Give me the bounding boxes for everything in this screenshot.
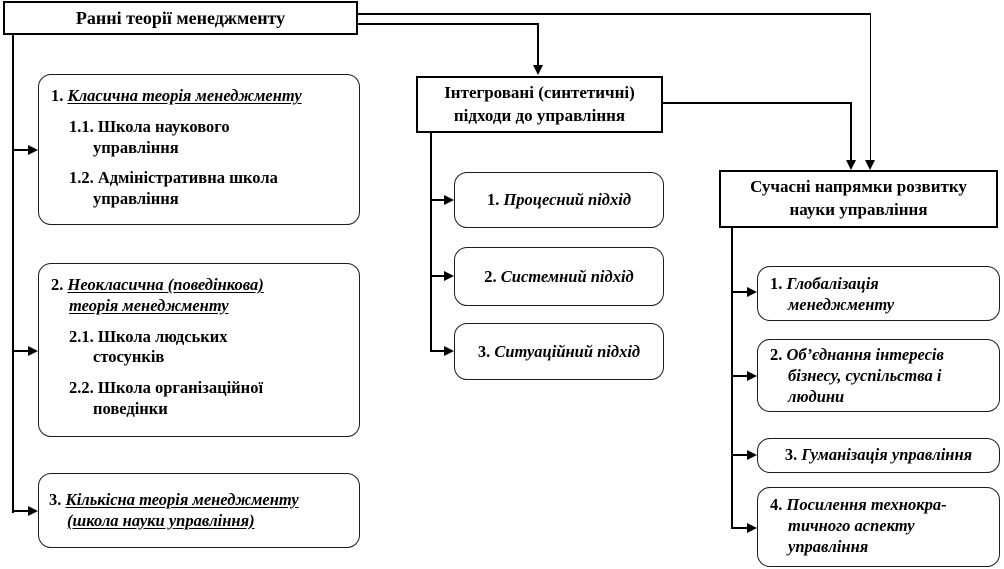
early-theories-box: Ранні теорії менеджменту <box>3 1 358 35</box>
organizational-behavior-school-line2: поведінки <box>93 398 168 418</box>
human-relations-school-number: 2.1. <box>69 326 94 346</box>
organizational-behavior-school-item: 2.2. Школа організаційної поведінки <box>69 378 349 420</box>
left-branch1-arrowhead <box>28 145 38 155</box>
integrated-to-modern-arrowhead <box>845 160 856 170</box>
modern-branch4-line <box>731 527 748 529</box>
process-approach-number: 1. <box>486 190 500 209</box>
integrated-approaches-box: Інтегровані (синтетичні) підходи до упра… <box>416 76 663 133</box>
integrated-branch1-arrowhead <box>444 195 454 205</box>
system-approach-box: 2. Системний підхід <box>454 247 664 306</box>
root-to-modern-hline <box>358 13 871 15</box>
interests-union-box: 2. Об’єднання інтересів бізнесу, суспіль… <box>757 339 1000 412</box>
root-to-integrated-hline <box>358 23 539 25</box>
globalization-box: 1. Глобалізація менеджменту <box>757 266 1000 321</box>
integrated-to-modern-hline <box>663 102 852 104</box>
humanization-box: 3. Гуманізація управління <box>757 438 1000 473</box>
interests-union-number: 2. <box>770 345 783 364</box>
process-approach-box: 1. Процесний підхід <box>454 172 664 228</box>
neoclassical-theory-box: 2. Неокласична (поведінкова) теорія мене… <box>38 263 360 437</box>
root-to-integrated-arrowhead <box>532 65 543 75</box>
administrative-school-line2: управління <box>93 189 179 209</box>
left-branch1-line <box>14 149 30 151</box>
classical-theory-title: 1. Класична теорія менеджменту <box>51 86 349 107</box>
scientific-school-number: 1.1. <box>69 116 94 136</box>
modern-trunk-line <box>731 227 733 529</box>
globalization-line2: менеджменту <box>788 294 895 314</box>
humanization-number: 3. <box>784 445 798 465</box>
situational-approach-box: 3. Ситуаційний підхід <box>454 323 664 380</box>
quantitative-theory-label-line1: Кількісна теорія менеджменту <box>65 489 299 509</box>
human-relations-school-line2: стосунків <box>93 347 165 367</box>
modern-branch2-arrowhead <box>747 371 757 381</box>
globalization-line1: Глобалізація <box>786 274 879 293</box>
integrated-approaches-label-line2: підходи до управління <box>453 105 626 125</box>
root-to-integrated-vline <box>537 23 539 65</box>
administrative-school-item: 1.2. Адміністративна школа управління <box>69 168 349 210</box>
interests-union-line3: людини <box>788 386 845 406</box>
left-trunk-line <box>12 35 14 513</box>
globalization-number: 1. <box>770 274 783 293</box>
left-branch2-arrowhead <box>28 346 38 356</box>
quantitative-theory-label-line2: (школа науки управління) <box>67 510 255 530</box>
modern-directions-box: Сучасні напрямки розвитку науки управлін… <box>719 170 998 228</box>
integrated-branch2-line <box>432 275 446 277</box>
root-to-modern-arrowhead <box>865 160 875 170</box>
integrated-branch3-line <box>430 350 446 352</box>
technocratic-aspect-box: 4. Посилення технокра- тичного аспекту у… <box>757 487 1000 567</box>
modern-directions-label-line1: Сучасні напрямки розвитку <box>750 177 967 197</box>
modern-branch2-line <box>733 375 748 377</box>
human-relations-school-item: 2.1. Школа людських стосунків <box>69 327 349 369</box>
left-branch3-arrowhead <box>28 506 38 516</box>
situational-approach-number: 3. <box>477 341 491 361</box>
organizational-behavior-school-number: 2.2. <box>69 378 94 398</box>
human-relations-school-line1: Школа людських <box>97 326 228 346</box>
classical-theory-label: Класична теорія менеджменту <box>67 86 302 105</box>
interests-union-line2: бізнесу, суспільства і <box>788 365 942 385</box>
technocratic-aspect-line1: Посилення технокра- <box>786 495 947 514</box>
situational-approach-label: Ситуаційний підхід <box>494 341 641 361</box>
modern-directions-label-line2: науки управління <box>789 200 928 219</box>
left-branch3-line <box>12 510 30 512</box>
organizational-behavior-school-line1: Школа організаційної <box>97 378 264 398</box>
modern-branch4-arrowhead <box>747 523 757 533</box>
globalization-text: 1. Глобалізація менеджменту <box>758 267 999 316</box>
scientific-school-item: 1.1. Школа наукового управління <box>69 117 349 159</box>
modern-branch1-arrowhead <box>747 287 757 297</box>
integrated-to-modern-vline <box>850 102 852 160</box>
integrated-branch2-arrowhead <box>444 271 454 281</box>
integrated-branch3-arrowhead <box>444 346 454 356</box>
neoclassical-theory-label-line1: Неокласична (поведінкова) <box>67 275 264 294</box>
modern-branch3-arrowhead <box>747 450 757 460</box>
neoclassical-theory-label-line2: теорія менеджменту <box>69 295 229 315</box>
technocratic-aspect-line2: тичного аспекту <box>788 515 915 535</box>
modern-branch3-line <box>733 454 748 456</box>
technocratic-aspect-number: 4. <box>770 495 783 514</box>
system-approach-label: Системний підхід <box>500 266 634 286</box>
process-approach-label: Процесний підхід <box>503 190 632 209</box>
interests-union-text: 2. Об’єднання інтересів бізнесу, суспіль… <box>758 340 999 408</box>
classical-theory-number: 1. <box>51 86 64 105</box>
scientific-school-line1: Школа наукового <box>97 116 230 136</box>
interests-union-line1: Об’єднання інтересів <box>786 345 944 364</box>
administrative-school-line1: Адміністративна школа <box>97 168 278 188</box>
scientific-school-line2: управління <box>93 137 179 157</box>
integrated-branch1-line <box>432 199 446 201</box>
quantitative-theory-title: 3. Кількісна теорія менеджменту (школа н… <box>49 490 299 532</box>
quantitative-theory-box: 3. Кількісна теорія менеджменту (школа н… <box>38 473 360 548</box>
early-theories-label: Ранні теорії менеджменту <box>75 7 286 28</box>
quantitative-theory-number: 3. <box>49 489 62 509</box>
integrated-trunk-line <box>430 133 432 352</box>
modern-branch1-line <box>733 291 748 293</box>
administrative-school-number: 1.2. <box>69 168 94 188</box>
technocratic-aspect-line3: управління <box>788 536 869 556</box>
classical-theory-box: 1. Класична теорія менеджменту 1.1. Школ… <box>38 74 360 225</box>
neoclassical-theory-number: 2. <box>51 275 64 294</box>
system-approach-number: 2. <box>484 266 497 286</box>
left-branch2-line <box>14 350 30 352</box>
root-to-modern-vline <box>869 13 871 160</box>
neoclassical-theory-title: 2. Неокласична (поведінкова) теорія мене… <box>51 275 349 317</box>
humanization-label: Гуманізація управління <box>801 445 973 465</box>
integrated-approaches-label-line1: Інтегровані (синтетичні) <box>444 82 635 102</box>
technocratic-aspect-text: 4. Посилення технокра- тичного аспекту у… <box>758 488 999 558</box>
